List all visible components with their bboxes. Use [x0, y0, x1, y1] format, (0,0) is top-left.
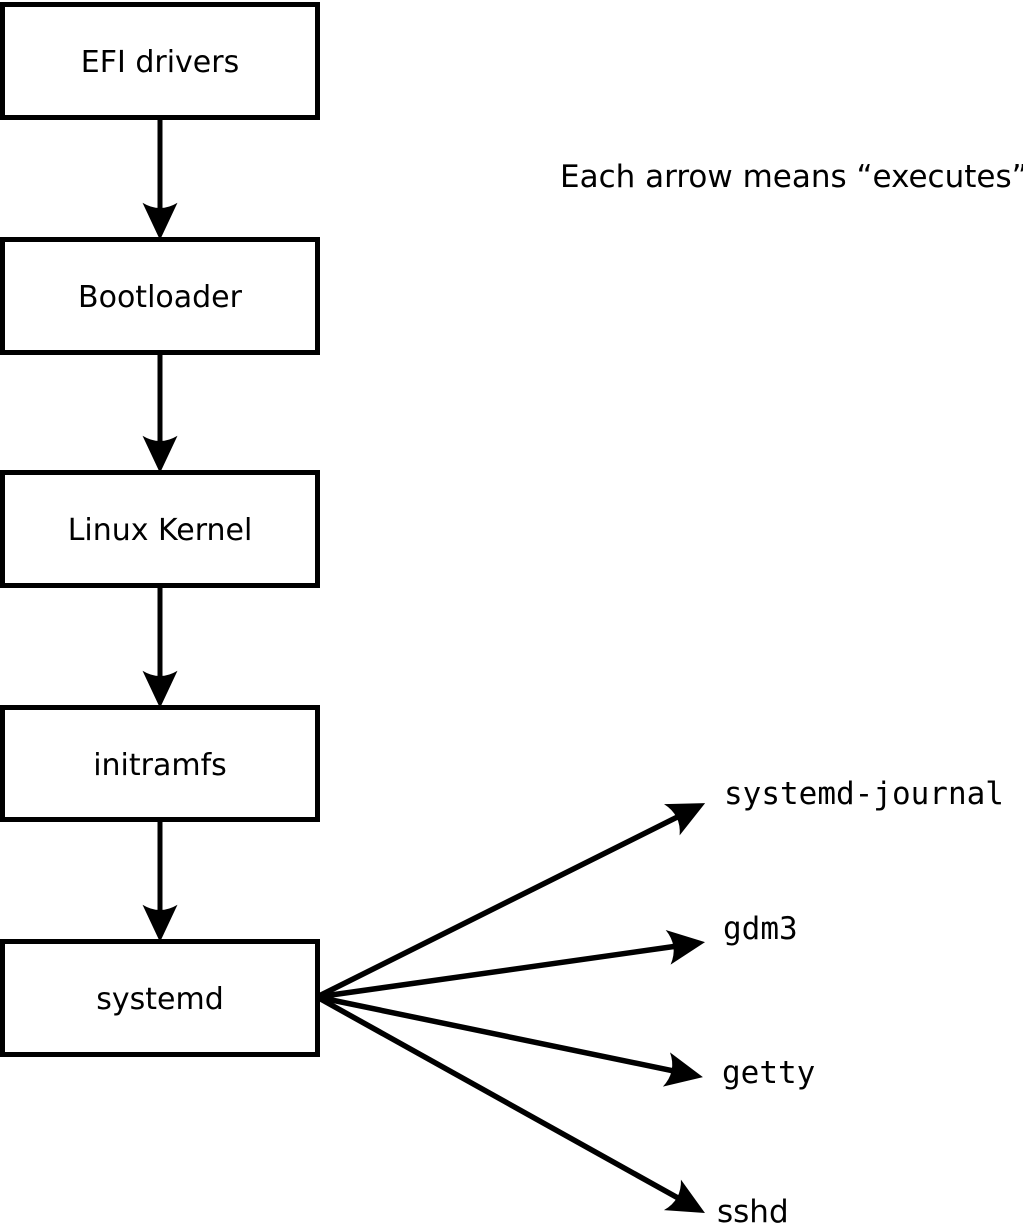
target-label-gdm3: gdm3	[723, 911, 798, 947]
box-efi-drivers	[0, 2, 320, 120]
executes-arrow-gdm3	[316, 930, 706, 1000]
target-label-sshd: sshd	[717, 1194, 789, 1230]
box-systemd	[0, 939, 320, 1057]
target-label-systemd-journal: systemd-journal	[724, 776, 1004, 812]
box-label-systemd: systemd	[96, 982, 224, 1017]
spawn-arrows	[315, 803, 706, 1214]
box-bootloader	[0, 237, 320, 355]
note-arrow-meaning: Each arrow means “executes”.	[560, 159, 1023, 195]
target-label-getty: getty	[722, 1055, 815, 1091]
executes-arrow-sshd	[315, 994, 705, 1214]
executes-arrow-getty	[316, 994, 703, 1087]
box-label-efi-drivers: EFI drivers	[81, 45, 239, 80]
box-label-bootloader: Bootloader	[78, 280, 243, 315]
box-label-initramfs: initramfs	[93, 748, 227, 783]
box-initramfs	[0, 705, 320, 822]
box-label-linux-kernel: Linux Kernel	[68, 513, 253, 548]
executes-arrow-systemd-journal	[315, 803, 706, 1000]
